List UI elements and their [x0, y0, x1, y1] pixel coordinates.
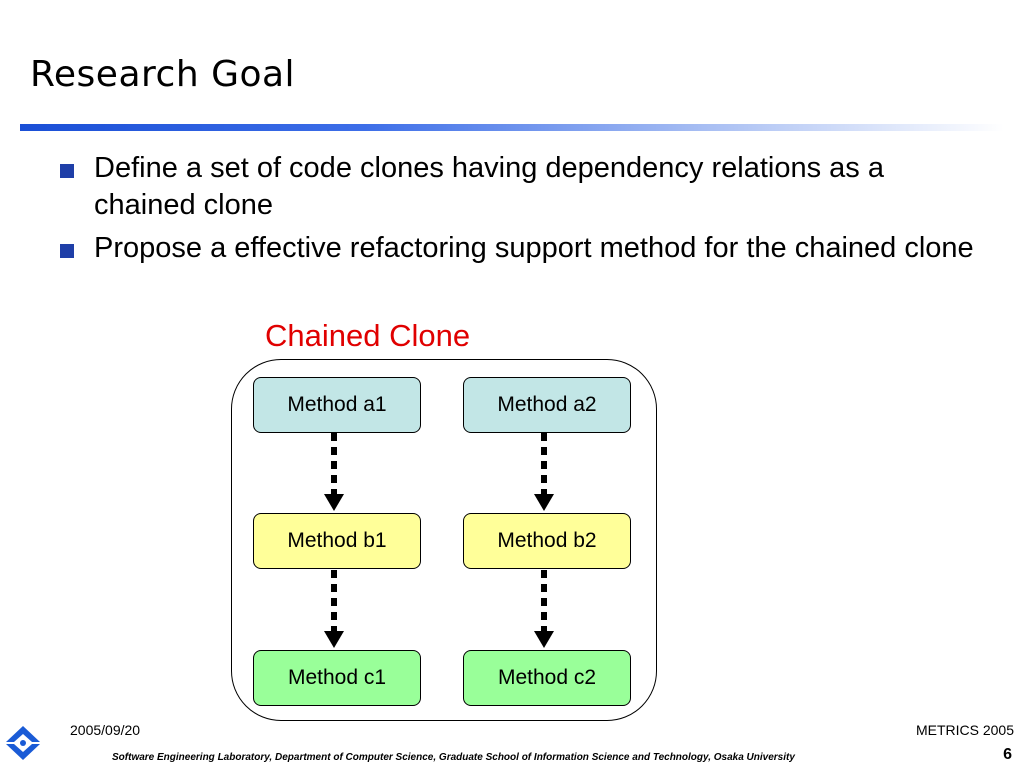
slide-title: Research Goal [30, 54, 296, 95]
footer-conference: METRICS 2005 [915, 722, 1014, 738]
method-node-c1: Method c1 [253, 650, 421, 706]
diagram-caption: Chained Clone [265, 318, 471, 353]
chained-clone-group [231, 359, 657, 721]
method-node-b1: Method b1 [253, 513, 421, 569]
bullet-item: Propose a effective refactoring support … [56, 230, 986, 267]
bullet-text: Define a set of code clones having depen… [94, 152, 884, 221]
square-bullet-icon [60, 244, 74, 258]
method-node-b2: Method b2 [463, 513, 631, 569]
footer-date: 2005/09/20 [70, 722, 141, 738]
bullet-text: Propose a effective refactoring support … [94, 232, 974, 264]
bullet-list: Define a set of code clones having depen… [56, 150, 986, 273]
method-node-a2: Method a2 [463, 377, 631, 433]
bullet-item: Define a set of code clones having depen… [56, 150, 986, 224]
method-node-c2: Method c2 [463, 650, 631, 706]
method-node-a1: Method a1 [253, 377, 421, 433]
osaka-university-logo-icon [6, 726, 40, 760]
square-bullet-icon [60, 164, 74, 178]
page-number: 6 [1003, 746, 1012, 763]
title-underline [20, 124, 1004, 131]
footer-affiliation: Software Engineering Laboratory, Departm… [112, 752, 795, 763]
